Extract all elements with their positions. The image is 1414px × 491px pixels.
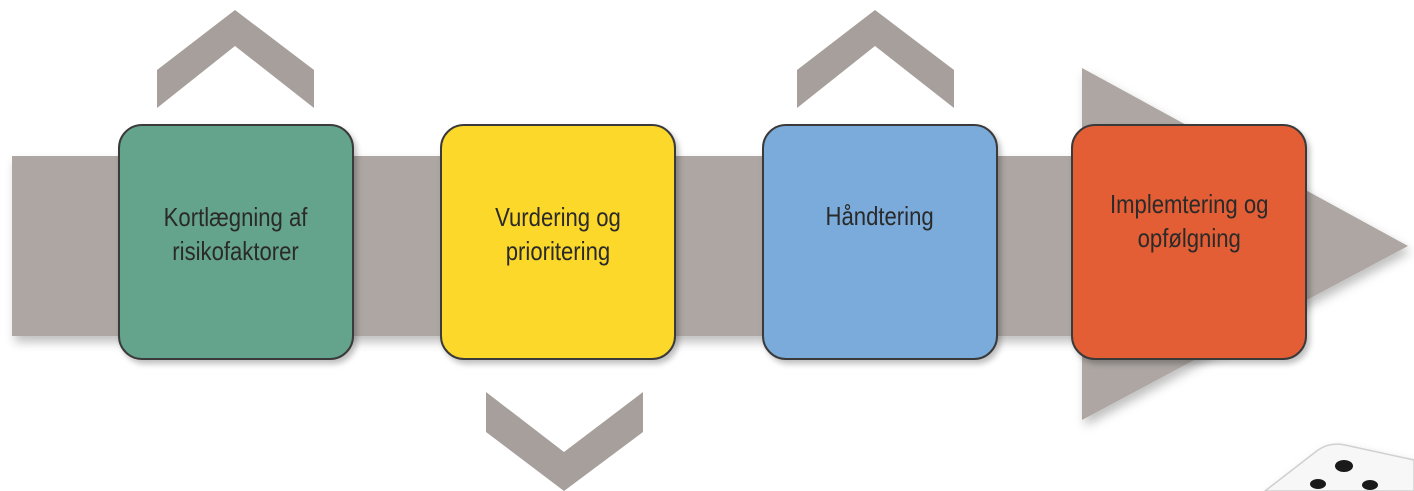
step-box-assessment: Vurdering og prioritering [440, 124, 676, 360]
die-icon [1263, 443, 1414, 491]
up-chevron-icon [157, 10, 314, 108]
step-label-line: risikofaktorer [172, 235, 300, 266]
step-label-line: Implemtering og [1109, 189, 1269, 220]
step-label-line: opfølgning [1137, 223, 1241, 253]
step-box-mapping: Kortlægning af risikofaktorer [118, 124, 354, 360]
step-label: Vurdering og prioritering [487, 201, 630, 269]
step-label: Håndtering [817, 200, 942, 234]
step-label-line: prioritering [505, 235, 611, 266]
step-label-line: Kortlægning af [164, 201, 308, 232]
step-label-line: Vurdering og [495, 201, 621, 232]
up-chevron-icon [797, 10, 954, 108]
step-label-line: Håndtering [825, 201, 935, 232]
step-label: Implemtering og opfølgning [1101, 188, 1276, 256]
step-box-implementation: Implemtering og opfølgning [1071, 124, 1307, 360]
step-box-handling: Håndtering [762, 124, 998, 360]
step-label: Kortlægning af risikofaktorer [156, 201, 317, 269]
down-chevron-icon [486, 392, 643, 491]
